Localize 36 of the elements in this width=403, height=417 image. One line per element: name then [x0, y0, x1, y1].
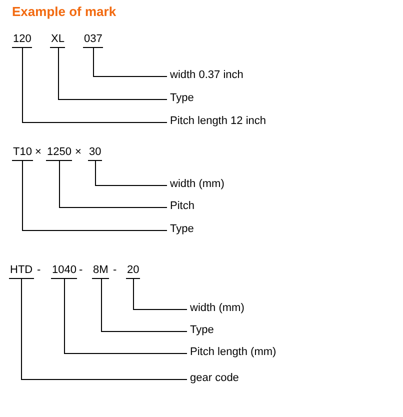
description-text: gear code	[190, 372, 239, 385]
leader-line	[93, 48, 168, 77]
description-text: Pitch length 12 inch	[170, 115, 266, 128]
mark-code: 037	[83, 33, 104, 48]
mark-code: T10	[12, 146, 33, 161]
leader-line	[22, 160, 168, 231]
mark-code: 120	[12, 33, 32, 48]
leader-line	[64, 278, 188, 354]
mark-code: HTD	[9, 264, 34, 279]
leader-line	[101, 278, 188, 332]
description-text: Type	[190, 324, 214, 337]
description-text: width 0.37 inch	[170, 69, 244, 82]
mark-code: 30	[88, 146, 102, 161]
description-text: width (mm)	[190, 302, 244, 315]
leader-line	[133, 278, 188, 310]
leader-line	[59, 160, 168, 208]
description-text: Pitch length (mm)	[190, 346, 276, 359]
leader-line	[58, 48, 168, 100]
description-text: width (mm)	[170, 178, 224, 191]
description-text: Pitch	[170, 200, 194, 213]
leader-line	[21, 278, 188, 380]
separator-sign: -	[79, 264, 83, 277]
separator-sign: -	[37, 264, 41, 277]
mark-code: 1250	[46, 146, 72, 161]
mark-code: XL	[50, 33, 66, 48]
mark-code: 8M	[92, 264, 110, 279]
separator-sign: ×	[35, 146, 42, 159]
title: Example of mark	[12, 4, 116, 19]
separator-sign: -	[113, 264, 117, 277]
description-text: Type	[170, 223, 194, 236]
mark-code: 1040	[51, 264, 78, 279]
leader-line	[95, 160, 168, 186]
separator-sign: ×	[75, 146, 82, 159]
leader-line	[22, 48, 168, 123]
mark-code: 20	[126, 264, 140, 279]
description-text: Type	[170, 92, 194, 105]
